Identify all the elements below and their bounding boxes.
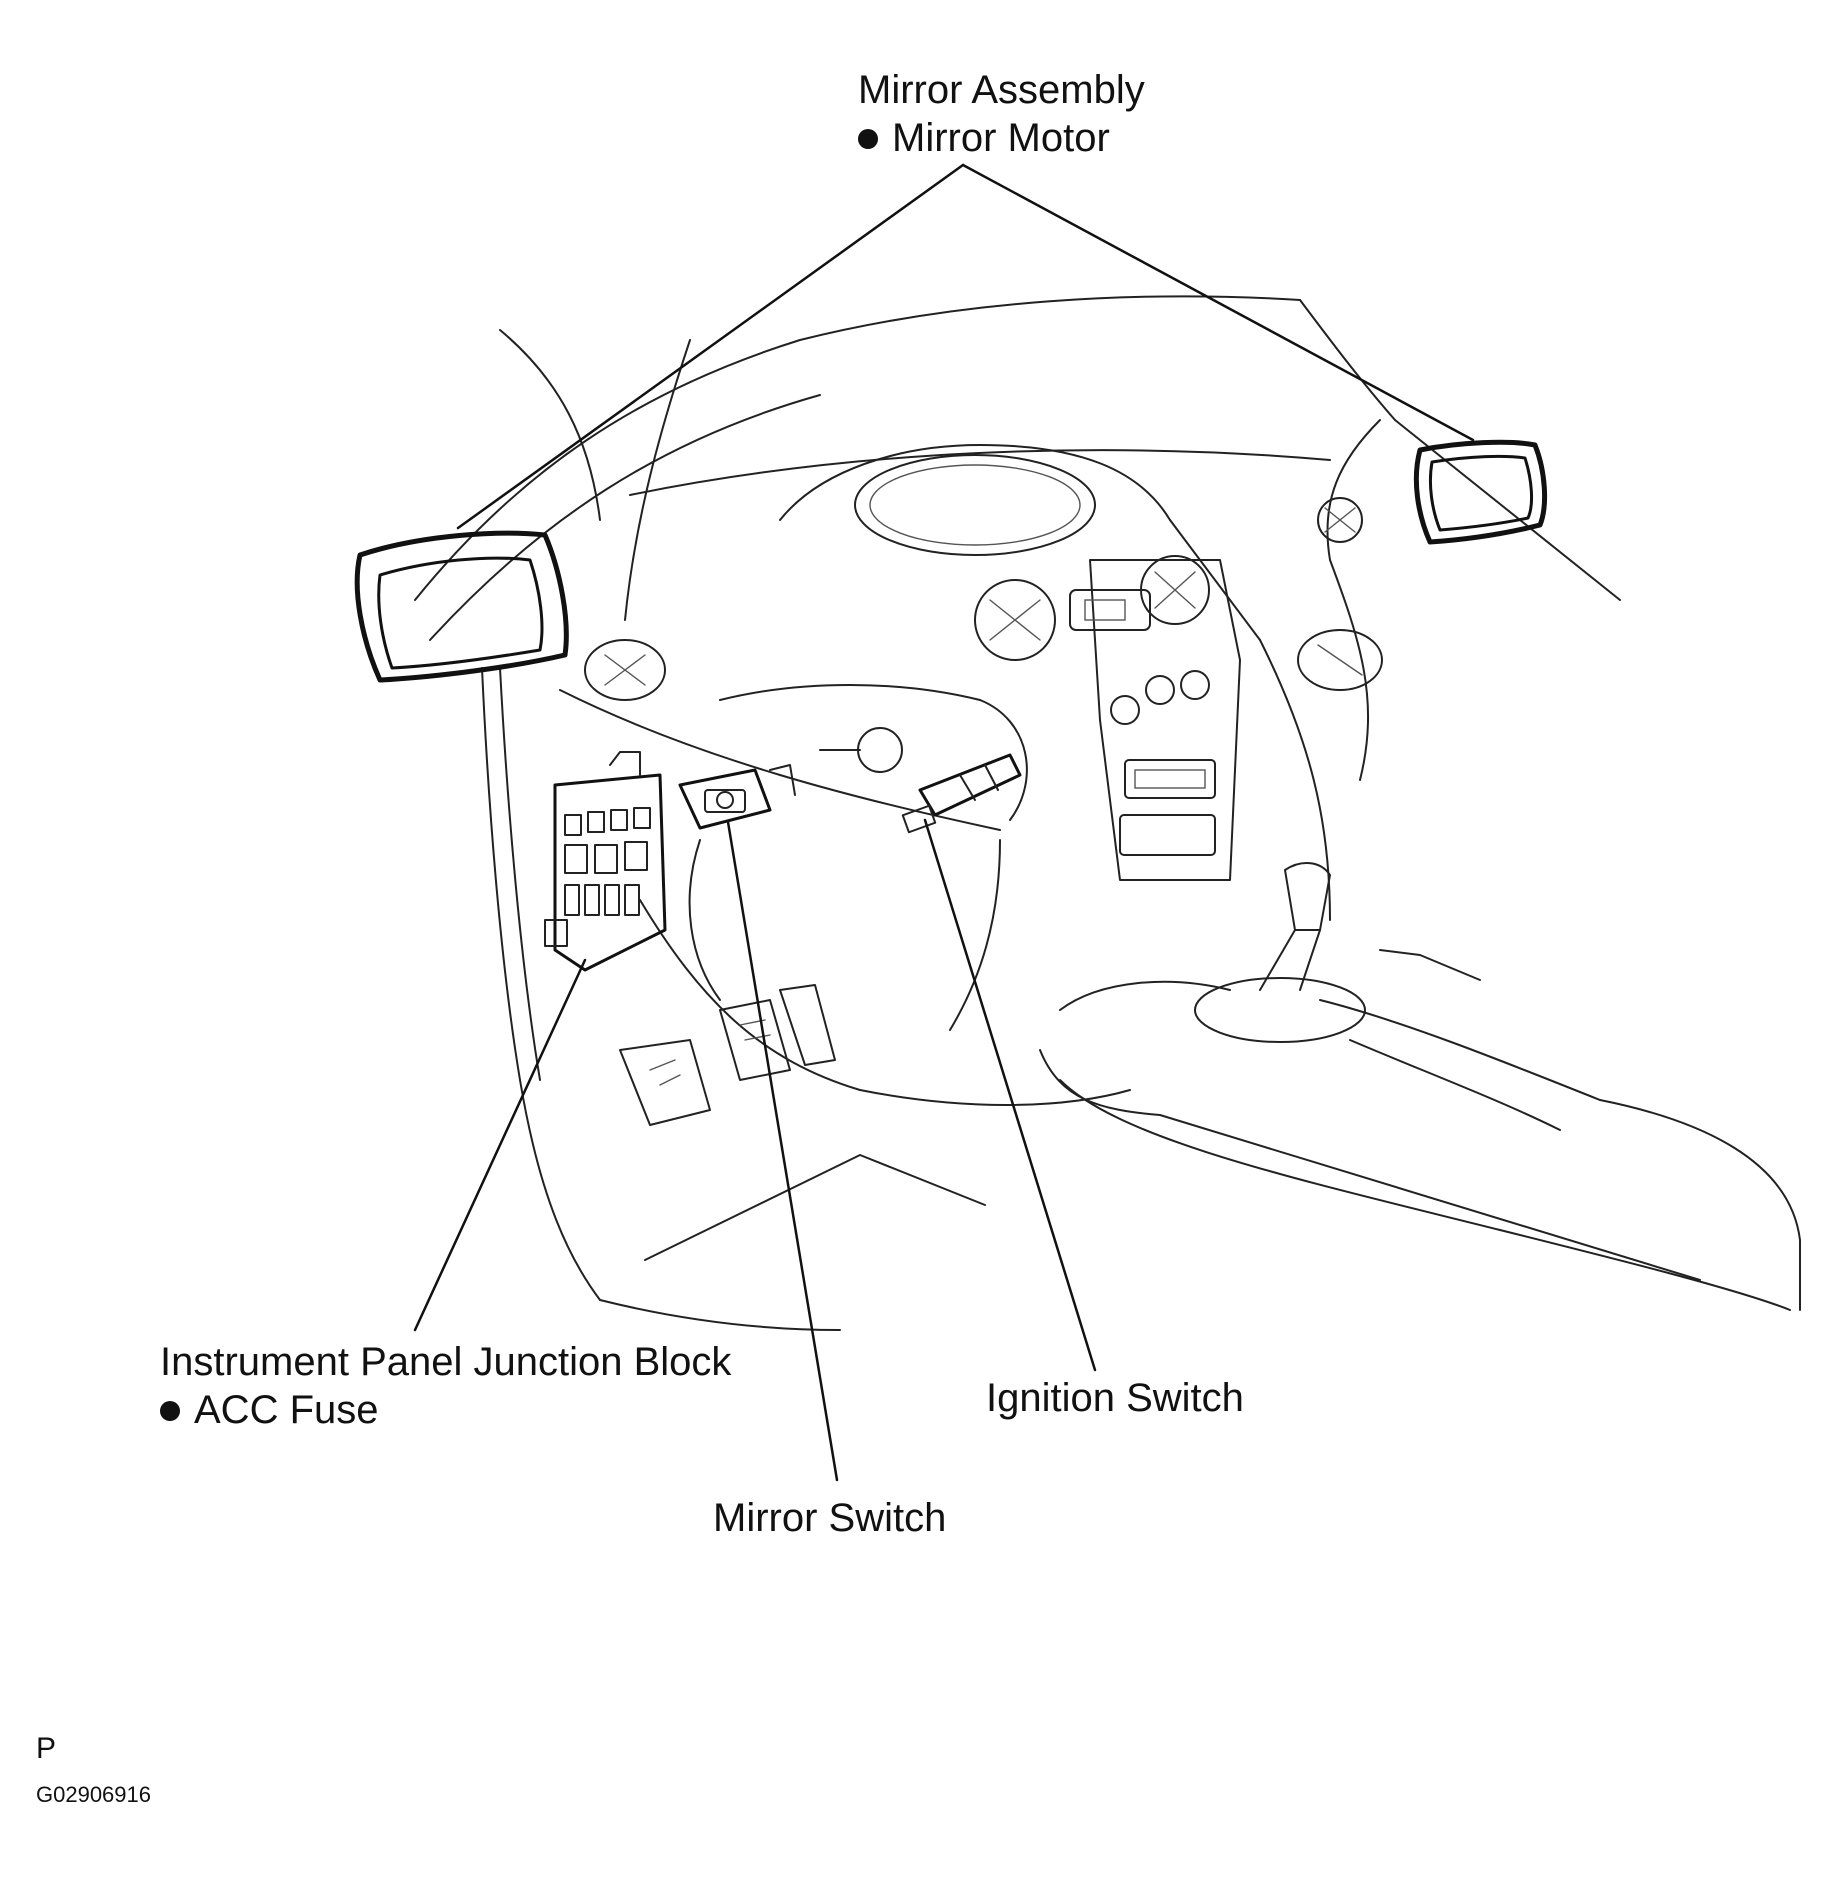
junction-block — [544, 751, 667, 972]
steering-column — [639, 684, 1131, 1106]
label-junction-block-title: Instrument Panel Junction Block — [160, 1340, 732, 1384]
label-ignition-switch: Ignition Switch — [986, 1376, 1244, 1420]
ignition-switch-part — [901, 753, 1022, 834]
left-mirror — [354, 530, 569, 683]
footer-figure-id: G02906916 — [36, 1782, 151, 1807]
label-junction-block: Instrument Panel Junction Block ACC Fuse — [160, 1338, 731, 1434]
label-mirror-assembly: Mirror Assembly Mirror Motor — [858, 66, 1145, 162]
mirror-switch-part — [678, 764, 796, 830]
leader-junction-block — [413, 958, 587, 1332]
bullet-icon — [858, 129, 878, 149]
bullet-icon — [160, 1401, 180, 1421]
footer-code-letter: P — [36, 1732, 57, 1765]
label-mirror-switch: Mirror Switch — [713, 1496, 947, 1540]
leader-mirror-left — [456, 163, 965, 530]
floor — [599, 1154, 986, 1331]
leader-mirror-right — [961, 163, 1475, 442]
leader-lines — [413, 163, 1475, 1482]
label-mirror-assembly-title: Mirror Assembly — [858, 68, 1145, 112]
leader-ignition-switch — [923, 818, 1097, 1372]
label-mirror-motor: Mirror Motor — [858, 114, 1145, 162]
body-outline — [414, 295, 1621, 1301]
right-mirror — [1413, 439, 1548, 545]
leader-mirror-switch — [726, 820, 839, 1482]
center-console — [1039, 862, 1801, 1311]
label-acc-fuse: ACC Fuse — [160, 1386, 731, 1434]
pedals — [619, 984, 836, 1126]
dashboard — [559, 444, 1383, 921]
